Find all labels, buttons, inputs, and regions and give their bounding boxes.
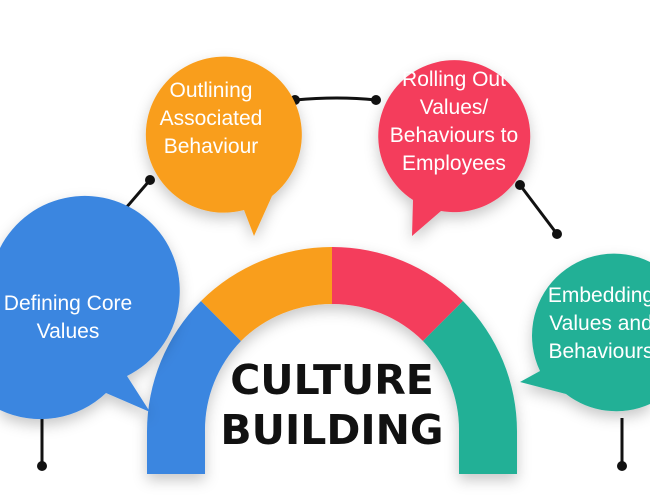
label-defining-core-values: Defining Core Values bbox=[4, 292, 132, 343]
connectors bbox=[37, 95, 627, 471]
label-embedding-values: Embedding Values and Behaviours bbox=[548, 284, 650, 363]
step-label-line: Values/ bbox=[420, 96, 489, 119]
connector-red-teal bbox=[515, 180, 562, 239]
bubble-shape bbox=[378, 60, 531, 236]
bubble-shape bbox=[0, 195, 180, 420]
label-outlining-associated-behaviour: Outlining Associated Behaviour bbox=[160, 79, 263, 158]
step-label-line: Values and bbox=[549, 312, 650, 335]
arch-segment-teal bbox=[423, 301, 518, 474]
connector-teal-bottom bbox=[617, 418, 627, 471]
label-rolling-out-values: Rolling Out Values/ Behaviours to Employ… bbox=[390, 68, 518, 175]
step-label-line: Behaviours bbox=[548, 340, 650, 363]
center-title-line-1: CULTURE bbox=[230, 356, 434, 404]
step-label-line: Behaviour bbox=[164, 135, 259, 158]
arch-segment-blue bbox=[146, 301, 241, 474]
step-label-line: Rolling Out bbox=[402, 68, 506, 91]
step-label-line: Embedding bbox=[548, 284, 650, 307]
step-bubble-outlining-associated-behaviour bbox=[145, 56, 302, 237]
center-title-line-2: BUILDING bbox=[220, 406, 443, 454]
step-label-line: Outlining bbox=[170, 79, 253, 102]
step-label-line: Defining Core bbox=[4, 292, 132, 315]
step-label-line: Values bbox=[37, 320, 100, 343]
step-label-line: Associated bbox=[160, 107, 263, 130]
arch-segment-red bbox=[332, 246, 463, 341]
step-bubble-embedding-values bbox=[520, 253, 650, 412]
step-label-line: Employees bbox=[402, 152, 506, 175]
culture-arch bbox=[146, 246, 518, 474]
arch-segment-orange bbox=[201, 246, 332, 341]
step-label-line: Behaviours to bbox=[390, 124, 518, 147]
bubble-shape bbox=[520, 253, 650, 412]
connector-orange-red bbox=[290, 95, 381, 105]
connector-blue-bottom bbox=[37, 418, 47, 471]
step-bubble-rolling-out-values bbox=[378, 60, 531, 236]
bubble-shape bbox=[145, 56, 302, 237]
step-bubble-defining-core-values bbox=[0, 195, 180, 420]
